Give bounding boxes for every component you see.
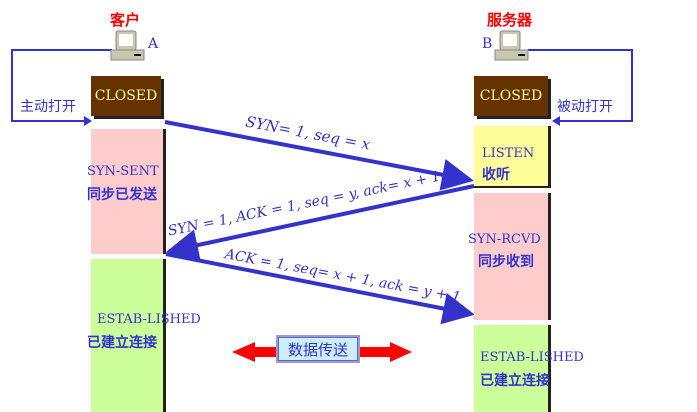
server-established-state: ESTAB-LISHED 已建立连接 (474, 325, 584, 412)
server-open-loop (528, 49, 633, 122)
syn-sent-cn-label: 同步已发送 (87, 187, 157, 203)
client-closed-state: CLOSED (91, 76, 161, 116)
client-syn-sent-state: SYN-SENT 同步已发送 (87, 129, 166, 254)
ack-arrow (165, 252, 475, 325)
server-closed-state: CLOSED (474, 76, 548, 116)
server-host-label: B (482, 36, 493, 52)
client-established-label: ESTAB-LISHED (97, 312, 201, 327)
client-established-cn-label: 已建立连接 (87, 335, 157, 351)
client-computer-icon (110, 30, 145, 61)
server-established-cn-label: 已建立连接 (480, 373, 550, 389)
syn-ack-arrow (166, 184, 475, 261)
server-open-arrowhead (552, 116, 560, 126)
client-open-loop (11, 49, 112, 122)
client-active-open-label: 主动打开 (20, 99, 76, 115)
listen-label: LISTEN (482, 146, 535, 161)
syn-rcvd-label: SYN-RCVD (468, 232, 541, 247)
listen-cn-label: 收听 (482, 167, 510, 183)
syn-ack-label: SYN = 1, ACK = 1, seq = y, ack= x + 1 (167, 169, 442, 240)
server-passive-open-label: 被动打开 (557, 99, 613, 115)
data-transfer-label: 数据传送 (276, 335, 360, 363)
server-title: 服务器 (487, 11, 533, 29)
syn-rcvd-cn-label: 同步收到 (478, 254, 534, 270)
server-syn-rcvd-state: SYN-RCVD 同步收到 (468, 193, 551, 320)
client-open-arrowhead (84, 116, 92, 126)
syn-sent-label: SYN-SENT (87, 164, 159, 179)
server-listen-state: LISTEN 收听 (474, 126, 551, 188)
client-title: 客户 (110, 11, 141, 29)
ack-label: ACK = 1, seq= x + 1, ack = y + 1 (222, 246, 462, 306)
server-established-label: ESTAB-LISHED (480, 350, 584, 365)
client-established-state: ESTAB-LISHED 已建立连接 (87, 259, 201, 412)
server-computer-icon (494, 30, 529, 61)
syn-arrow (164, 120, 474, 191)
client-host-label: A (148, 36, 159, 52)
